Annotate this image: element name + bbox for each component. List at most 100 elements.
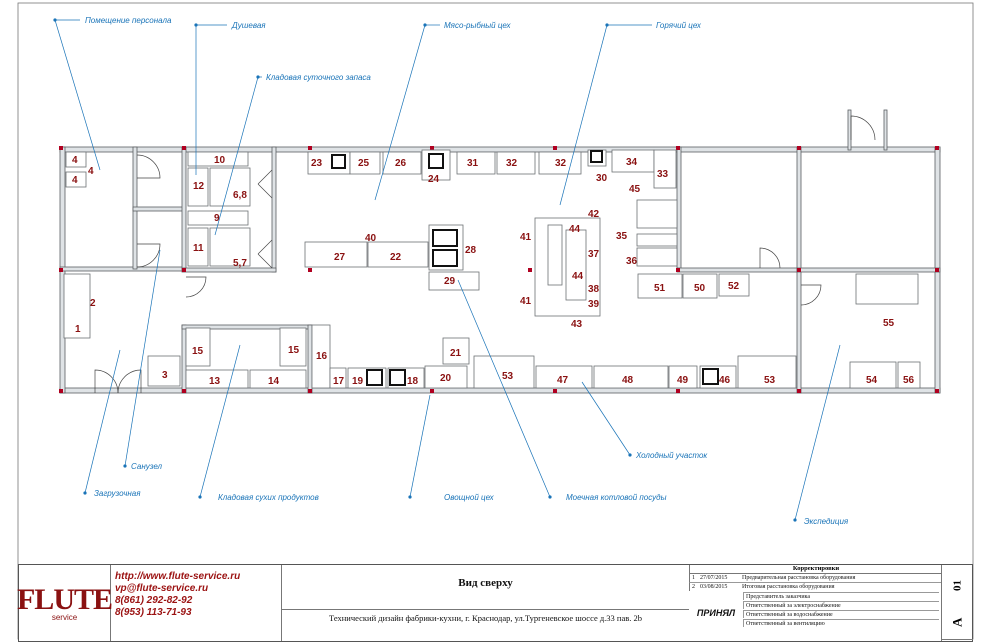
eq-num: 33: [657, 169, 669, 180]
correction-num: 1: [692, 575, 695, 581]
eq-num: 15: [192, 346, 204, 357]
eq-num: 9: [214, 213, 220, 224]
eq-num: 50: [694, 283, 706, 294]
wall-expedition-mid: [796, 267, 941, 273]
wall-storage-east: [271, 146, 277, 273]
eq-num: 18: [407, 376, 419, 387]
vestibule-wall-right: [883, 109, 888, 151]
columns: [59, 146, 939, 393]
eq-num: 14: [268, 376, 280, 387]
eq-num: 25: [358, 158, 370, 169]
label-staff-room: Помещение персонала: [85, 16, 172, 25]
eq-num: 4: [72, 175, 78, 186]
eq-num: 27: [334, 252, 346, 263]
vestibule-wall-left: [847, 109, 852, 151]
title-block: FLUTE service http://www.flute-service.r…: [17, 564, 973, 642]
label-toilet: Санузел: [131, 462, 163, 471]
sheet-number: 01: [951, 580, 964, 592]
label-loading: Загрузочная: [94, 489, 141, 498]
eq-num: 20: [440, 373, 452, 384]
wall-expedition-north: [676, 267, 801, 273]
correction-row: 1 27/07/2015 Предварительная расстановка…: [689, 574, 942, 582]
accepted-label: ПРИНЯЛ: [696, 608, 736, 618]
eq-num: 12: [193, 181, 205, 192]
phone-2: 8(953) 113-71-93: [115, 607, 192, 618]
view-title: Вид сверху: [458, 577, 513, 589]
eq-num: 45: [629, 184, 641, 195]
label-meat-fish: Мясо-рыбный цех: [444, 21, 512, 30]
eq-num: 29: [444, 276, 456, 287]
eq-num: 38: [588, 284, 600, 295]
sheet-cell: 01 A: [941, 565, 973, 641]
responsible-ventilation: Ответственный за вентиляцию: [743, 619, 939, 627]
contacts: http://www.flute-service.ru vp@flute-ser…: [115, 571, 285, 637]
door-expedition: [759, 247, 781, 269]
eq-num: 21: [450, 348, 462, 359]
email-link[interactable]: vp@flute-service.ru: [115, 583, 209, 594]
wall-west-horizontal: [59, 266, 186, 272]
eq-num: 41: [520, 232, 532, 243]
eq-num: 30: [596, 173, 608, 184]
eq-num: 32: [555, 158, 567, 169]
eq-num: 37: [588, 249, 600, 260]
eq-num: 5,7: [233, 258, 247, 269]
door-expedition-2: [800, 284, 822, 306]
leaders: [53, 18, 841, 522]
eq-num: 47: [557, 375, 569, 386]
correction-num: 2: [692, 584, 695, 590]
door-entrance: [850, 115, 876, 141]
equipment-numbers: 4 4 4 10 12 6,8 9 11 5,7 23 25 26 24 31 …: [72, 155, 915, 387]
label-shower: Душевая: [231, 21, 266, 30]
responsible-electric: Ответственный за электроснабжение: [743, 601, 939, 609]
eq-num: 39: [588, 299, 600, 310]
eq-num: 4: [88, 166, 94, 177]
eq-num: 36: [626, 256, 638, 267]
label-dry-storage: Кладовая сухих продуктов: [218, 493, 319, 502]
door-loading-1: [94, 369, 119, 394]
eq-num: 4: [72, 155, 78, 166]
eq-num: 11: [193, 243, 204, 254]
eq-num: 53: [502, 371, 514, 382]
label-dish-wash: Моечная котловой посуды: [566, 493, 667, 502]
equipment: [63, 149, 921, 389]
logo-sub: service: [51, 612, 78, 622]
eq-num: 44: [572, 271, 584, 282]
door-shower-2: [136, 243, 161, 268]
eq-num: 22: [390, 252, 402, 263]
eq-num: 13: [209, 376, 221, 387]
wall-storage-south: [181, 267, 277, 273]
eq-num: 48: [622, 375, 634, 386]
eq-num: 46: [719, 375, 731, 386]
eq-num: 10: [214, 155, 226, 166]
eq-num: 1: [75, 324, 81, 335]
corrections-table: Корректировки 1 27/07/2015 Предварительн…: [689, 565, 942, 641]
wall-storage-west: [181, 146, 187, 270]
door-shower: [136, 154, 161, 179]
eq-num: 17: [333, 376, 345, 387]
drawing-frame: [17, 2, 974, 640]
wall-hot-east: [676, 146, 682, 272]
eq-num: 19: [352, 376, 364, 387]
eq-num: 42: [588, 209, 600, 220]
website-link[interactable]: http://www.flute-service.ru: [115, 571, 241, 582]
phone-1: 8(861) 292-82-92: [115, 595, 193, 606]
eq-num: 24: [428, 174, 440, 185]
room-labels: Помещение персонала Душевая Кладовая сут…: [85, 16, 849, 526]
view-cell: Вид сверху Технический дизайн фабрики-ку…: [281, 565, 689, 641]
label-daily-storage: Кладовая суточного запаса: [266, 73, 371, 82]
project-title: Технический дизайн фабрики-кухни, г. Кра…: [282, 609, 689, 639]
eq-num: 26: [395, 158, 407, 169]
eq-num: 32: [506, 158, 518, 169]
correction-date: 03/08/2015: [700, 584, 728, 590]
eq-num: 55: [883, 318, 895, 329]
eq-num: 3: [162, 370, 168, 381]
eq-num: 6,8: [233, 190, 247, 201]
eq-num: 44: [569, 224, 581, 235]
eq-num: 15: [288, 345, 300, 356]
south-wall: [59, 387, 941, 394]
label-vegetable: Овощной цех: [444, 493, 495, 502]
eq-num: 16: [316, 351, 328, 362]
eq-num: 51: [654, 283, 666, 294]
eq-num: 41: [520, 296, 532, 307]
